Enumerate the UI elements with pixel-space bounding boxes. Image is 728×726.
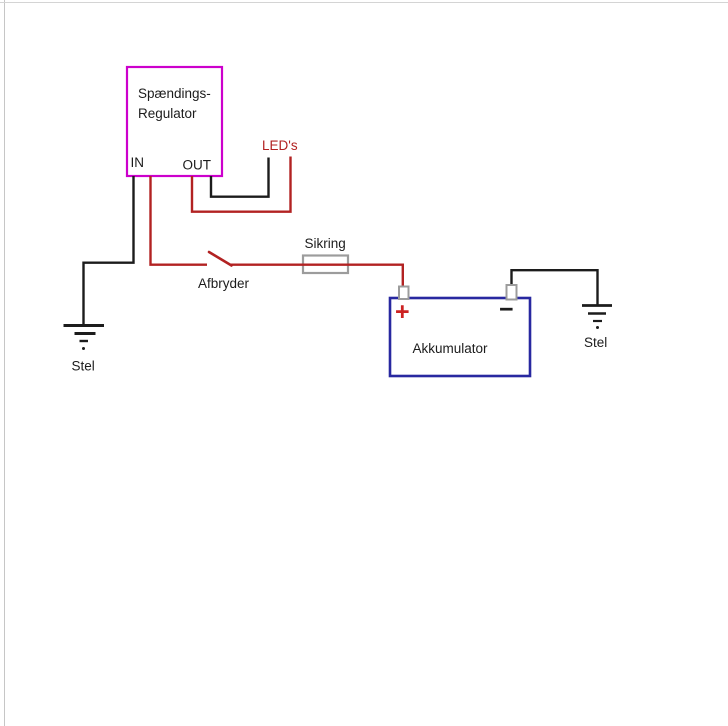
regulator-in-label: IN	[131, 155, 145, 170]
battery-minus-sign: −	[499, 296, 514, 324]
leds-label: LED's	[262, 138, 298, 153]
battery-negative-terminal	[505, 284, 518, 301]
ground-right-label: Stel	[584, 335, 607, 350]
fuse-label: Sikring	[305, 236, 346, 251]
battery-plus-sign: +	[395, 298, 410, 326]
battery-label: Akkumulator	[413, 341, 489, 356]
wire-battery-to-ground	[510, 269, 599, 305]
wire-led-negative	[209, 157, 270, 198]
ground-left-symbol	[63, 324, 104, 350]
battery-box	[388, 296, 532, 378]
regulator-box	[125, 65, 224, 178]
ground-left-label: Stel	[72, 359, 95, 374]
regulator-label-line1: Spændings-	[138, 86, 211, 101]
wire-led-positive	[190, 156, 292, 213]
ground-dot	[596, 326, 599, 329]
switch-blade	[207, 250, 233, 267]
switch-label: Afbryder	[198, 276, 250, 291]
regulator-label-line2: Regulator	[138, 106, 197, 121]
wire-regulator-to-switch	[149, 176, 207, 266]
wire-in-to-ground	[82, 176, 135, 325]
ground-right-symbol	[582, 304, 612, 329]
wire-switch-to-battery	[230, 263, 404, 288]
battery-positive-terminal	[398, 285, 410, 300]
ground-dot	[82, 347, 85, 350]
regulator-out-label: OUT	[183, 158, 212, 173]
